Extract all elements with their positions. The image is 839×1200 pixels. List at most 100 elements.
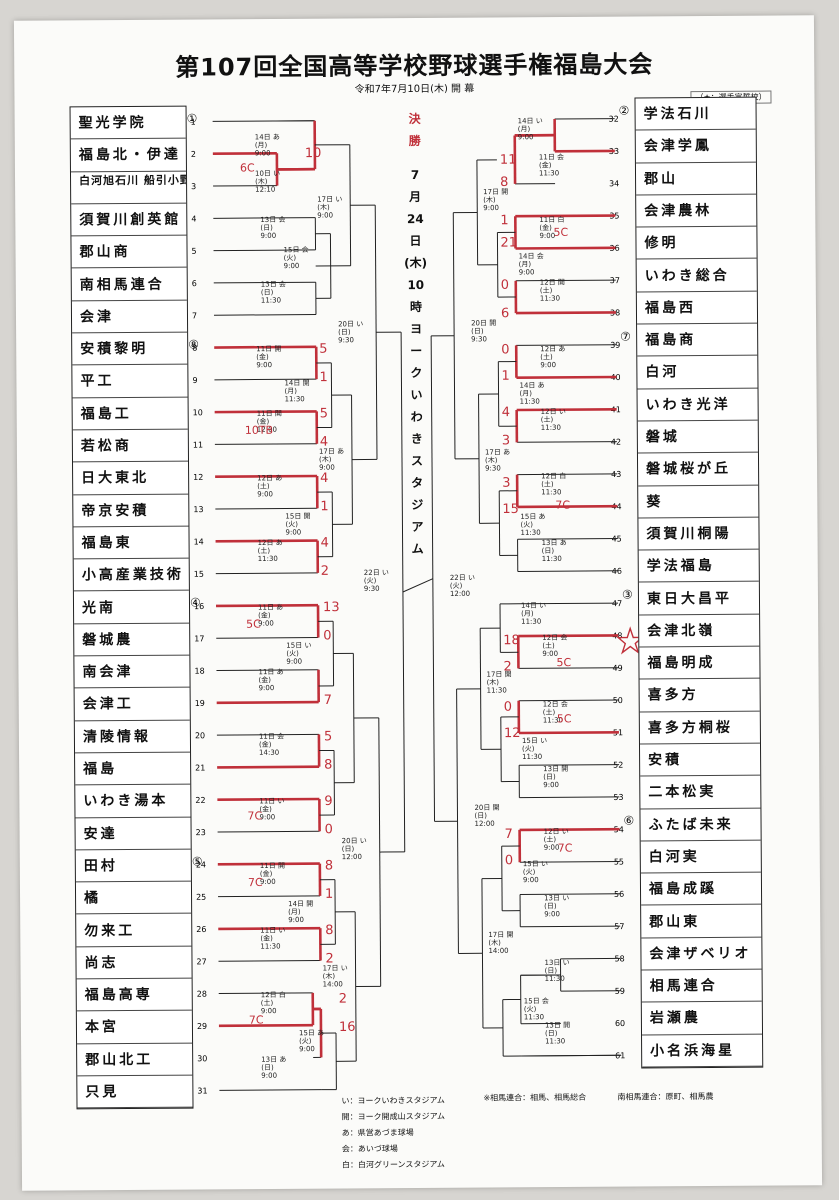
seed-marker: ③	[621, 587, 633, 602]
team-note-2: 南相馬連合：原町、相馬農	[617, 1091, 714, 1102]
final-venue-char: ム	[411, 541, 424, 557]
slot-number: 6	[192, 279, 197, 288]
winner-line	[515, 246, 616, 250]
match-schedule: 20日 い	[342, 837, 367, 845]
match-schedule: 11:30	[285, 395, 305, 403]
final-venue-char: ア	[411, 519, 424, 535]
match-schedule: (日)	[260, 224, 273, 232]
match-schedule: (木)	[255, 177, 268, 186]
match-schedule: (土)	[540, 352, 553, 361]
score-mark: 5	[319, 342, 327, 357]
match-schedule: 17日 開	[488, 931, 513, 939]
match-schedule: (木)	[487, 678, 500, 687]
match-schedule: 12日 白	[541, 471, 566, 480]
bracket-line	[216, 636, 319, 639]
team-name: 学法石川	[635, 97, 756, 131]
score-mark: 7C	[249, 1013, 264, 1026]
bracket-line	[214, 378, 317, 381]
match-schedule: 11:30	[260, 942, 280, 950]
bracket-line	[218, 959, 321, 962]
bracket-line	[215, 572, 318, 575]
slot-number: 28	[197, 990, 207, 999]
match-schedule: (木)	[485, 455, 498, 464]
match-schedule: 9:00	[259, 813, 275, 821]
score-mark: 5C	[557, 712, 572, 725]
winner-line	[216, 700, 319, 705]
bracket-line	[520, 893, 621, 895]
score-mark: 0	[501, 278, 509, 293]
match-schedule: 13日 あ	[261, 1056, 286, 1064]
team-name: 学法福島	[638, 549, 759, 583]
match-schedule: 12:10	[255, 186, 275, 194]
score-mark: 21	[500, 236, 517, 251]
match-schedule: (金)	[259, 740, 272, 749]
match-schedule: 15日 開	[285, 512, 310, 520]
match-schedule: (木)	[483, 195, 496, 204]
winner-line	[518, 731, 619, 735]
winner-line	[217, 765, 320, 769]
slot-number: 8	[192, 344, 197, 353]
team-name: 会津ザベリオ	[641, 937, 762, 971]
score-mark: 8	[325, 923, 333, 938]
match-schedule: (月)	[521, 610, 534, 618]
score-mark: 1	[319, 370, 327, 385]
match-schedule: 12日 い	[541, 408, 566, 416]
winner-line	[215, 539, 318, 543]
score-mark: 7C	[247, 809, 262, 822]
match-schedule: 17日 い	[323, 964, 348, 972]
seed-marker: ①	[186, 111, 198, 126]
bracket-line	[521, 1054, 622, 1057]
team-name: 清陵情報	[74, 720, 191, 754]
bracket-line	[516, 441, 617, 443]
match-schedule: 20日 開	[474, 804, 499, 812]
match-schedule: (火)	[285, 520, 298, 528]
team-name: いわき総合	[636, 259, 757, 293]
match-schedule: 9:30	[364, 585, 380, 593]
match-schedule: 9:00	[260, 232, 276, 240]
bracket-line	[217, 830, 320, 833]
final-date-char: 10	[407, 277, 425, 293]
slot-number: 12	[193, 473, 203, 482]
score-mark: 5	[320, 406, 328, 421]
team-name: 磐城	[637, 420, 758, 454]
match-schedule: 11:30	[539, 169, 559, 177]
team-name: 福島成蹊	[640, 872, 762, 906]
final-label-1: 決	[408, 111, 421, 127]
final-venue-char: い	[410, 387, 423, 403]
match-schedule: 9:00	[518, 133, 534, 141]
team-name: 南会津	[74, 655, 190, 689]
team-name: 会津	[71, 300, 188, 334]
match-schedule: (土)	[257, 481, 270, 490]
match-schedule: 17日 開	[483, 188, 508, 196]
match-schedule: (日)	[338, 328, 351, 336]
match-schedule: 14日 あ	[255, 133, 280, 141]
match-schedule: 11:30	[543, 716, 563, 724]
bracket-line	[518, 602, 619, 605]
team-name: 白河旭石川 船引小野	[70, 171, 187, 205]
slot-number: 23	[196, 828, 206, 837]
seed-marker: ②	[618, 103, 630, 118]
match-schedule: 9:00	[260, 878, 276, 886]
slot-number: 30	[197, 1054, 207, 1063]
slot-number: 21	[195, 763, 205, 772]
team-name: 岩瀬農	[641, 1002, 763, 1036]
legend-item: 白：白河グリーンスタジアム	[341, 1159, 445, 1170]
match-schedule: 9:00	[259, 684, 275, 692]
score-mark: 6C	[240, 161, 255, 174]
bracket-sheet: 第107回全国高等学校野球選手権福島大会 令和7年7月10日(木) 開 幕 （★…	[13, 15, 823, 1191]
seed-marker: ④	[189, 595, 201, 610]
score-mark: 4	[321, 536, 329, 551]
match-schedule: (土)	[261, 998, 274, 1007]
slot-number: 37	[610, 276, 620, 285]
match-schedule: (金)	[539, 223, 552, 232]
match-schedule: 17日 あ	[485, 448, 510, 456]
match-schedule: 14日 開	[284, 379, 309, 387]
match-schedule: (土)	[544, 835, 557, 844]
team-name: 小高産業技術	[73, 558, 189, 592]
team-name: 葵	[638, 485, 759, 519]
score-mark: 4	[320, 435, 328, 450]
team-name: 小名浜海星	[642, 1034, 763, 1068]
score-mark: 5C	[553, 226, 568, 239]
match-schedule: (土)	[543, 707, 556, 716]
